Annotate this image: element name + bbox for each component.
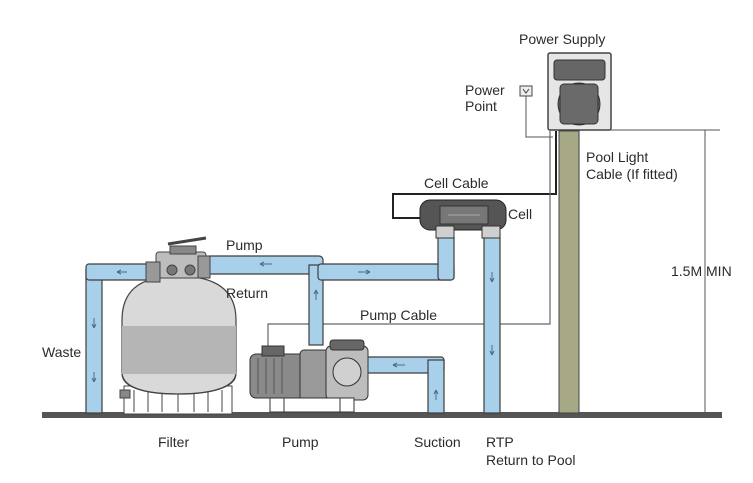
power-point-socket [519,85,553,138]
pool-light-label-1: Pool Light [586,149,648,165]
suction-label: Suction [414,434,461,450]
power-supply-label: Power Supply [519,31,605,47]
cell-label: Cell [508,206,532,222]
return-label: Return [226,285,268,301]
power-point-label-1: Power [465,82,505,98]
height-label: 1.5M MIN [671,263,732,279]
rtp-label: RTP [486,434,514,450]
chlorinator-cell [419,199,507,239]
cell-cable [392,131,557,219]
power-supply-unit [547,52,612,131]
pump-unit [249,339,369,413]
power-point-label-2: Point [465,98,497,114]
ground-line [42,412,722,418]
pump-label-bottom: Pump [282,434,319,450]
cell-cable-label: Cell Cable [424,175,489,191]
pump-cable-label: Pump Cable [360,307,437,323]
filter-label: Filter [158,434,189,450]
sand-filter [119,236,237,415]
pool-light-label-2: Cable (If fitted) [586,166,678,182]
pump-cable [267,131,551,352]
waste-label: Waste [42,344,81,360]
pump-label-top: Pump [226,237,263,253]
return-to-pool-label: Return to Pool [486,452,576,468]
mounting-post [558,130,580,414]
flow-arrows [91,261,495,400]
